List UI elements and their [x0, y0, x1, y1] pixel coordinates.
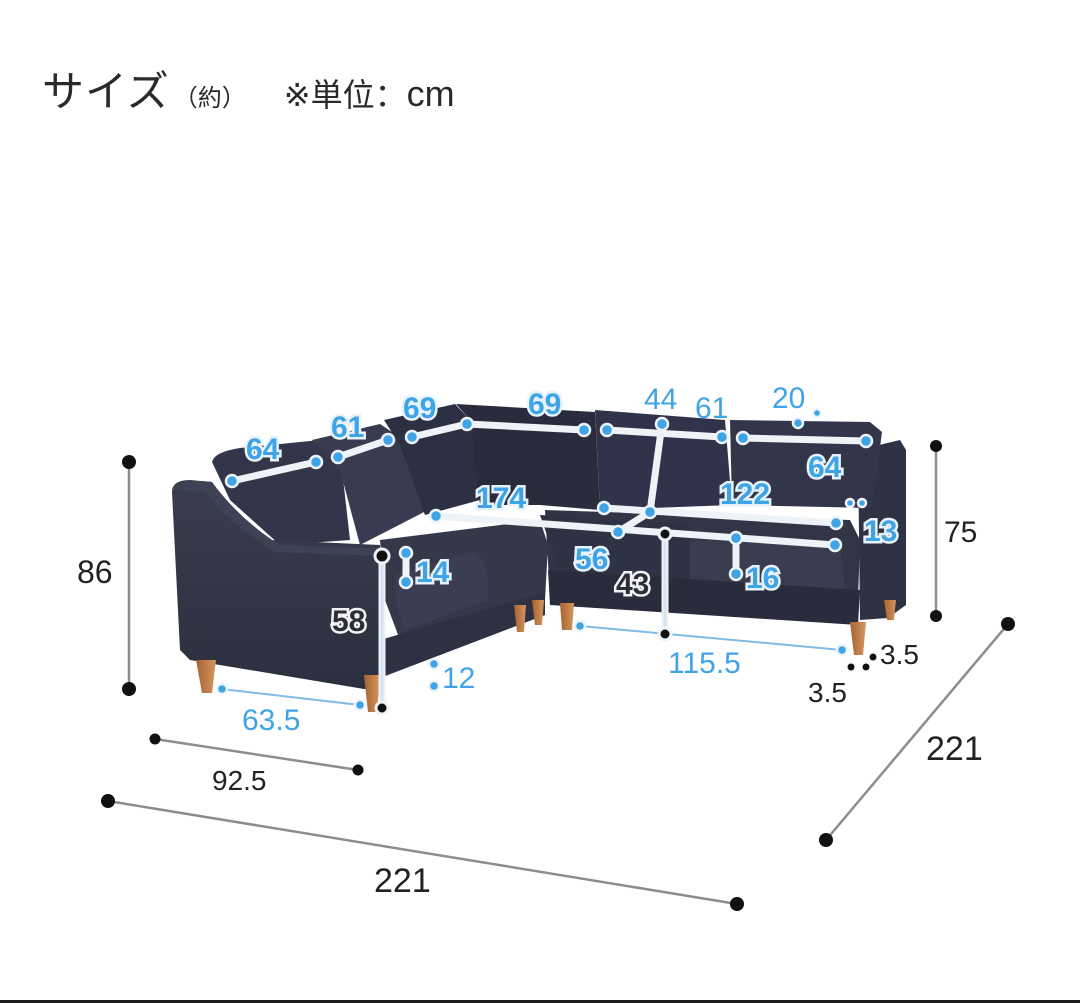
seat-cushion-left	[395, 552, 489, 630]
leg	[196, 660, 216, 693]
title-size: サイズ	[42, 67, 170, 116]
base-right	[548, 570, 860, 625]
label-leg-size-a: 3.5	[880, 639, 919, 670]
label-back-corner-left: 69	[403, 392, 436, 425]
sofa-illustration	[172, 404, 906, 712]
overall-dimension-lines	[101, 440, 1015, 911]
base-left	[380, 592, 545, 678]
seat-cushion-right	[685, 540, 845, 590]
label-right-back-height: 75	[944, 516, 977, 549]
label-back-corner-right: 69	[528, 388, 561, 421]
bottom-divider	[0, 1000, 1080, 1003]
label-leg-size-b: 3.5	[808, 677, 847, 708]
label-leg-height: 12	[442, 662, 475, 695]
label-seat-depth: 56	[575, 543, 608, 576]
leg	[364, 675, 380, 712]
label-left-module-depth: 92.5	[212, 765, 267, 796]
leg	[514, 605, 526, 632]
label-corner-depth: 44	[644, 383, 677, 416]
dimension-labels: 64 61 69 69 44 61 20 64 174 122 13 56 43…	[77, 382, 983, 900]
label-back-left-2: 61	[331, 411, 364, 444]
size-heading: サイズ （約） ※単位：cm	[42, 58, 455, 118]
unit-value: cm	[406, 73, 455, 114]
label-overall-width-left: 221	[374, 862, 431, 900]
leg	[560, 603, 574, 630]
label-leg-span-right: 115.5	[668, 647, 741, 680]
label-back-right-1: 61	[695, 392, 728, 425]
label-seat-right-width: 122	[720, 478, 770, 511]
left-arm	[172, 480, 383, 690]
label-cushion-left-thickness: 14	[416, 556, 450, 589]
unit-note: ※単位：cm	[284, 70, 455, 116]
leg	[884, 600, 896, 620]
label-seat-left-width: 174	[476, 482, 526, 515]
label-cushion-right-thickness: 16	[746, 562, 779, 595]
leg	[532, 600, 544, 625]
label-overall-width-right: 221	[926, 730, 983, 768]
leg	[850, 622, 866, 655]
label-arm-height: 58	[332, 605, 365, 638]
label-back-right-2: 64	[808, 451, 842, 484]
label-cushion-thickness: 20	[772, 382, 805, 415]
label-back-left-1: 64	[246, 433, 280, 466]
label-arm-width: 13	[864, 515, 897, 548]
title-approx: （約）	[173, 84, 246, 112]
label-overall-height: 86	[77, 554, 113, 590]
unit-prefix: ※単位：	[283, 76, 407, 114]
label-leg-span-left: 63.5	[242, 704, 300, 737]
left-arm-top	[172, 481, 378, 556]
label-seat-height: 43	[616, 568, 649, 601]
blue-dimension-lines	[215, 407, 874, 716]
